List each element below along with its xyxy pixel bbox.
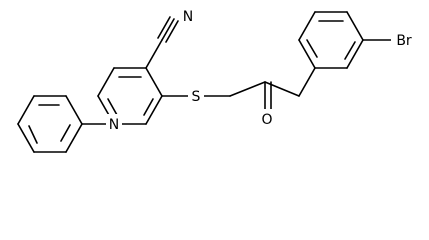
molecule-structure: N N S O Br	[17, 8, 417, 153]
nitrile-nitrogen-label: N	[183, 9, 193, 25]
oxygen-mask	[257, 109, 277, 127]
thioether-linker	[161, 81, 300, 97]
bromophenyl-ring	[298, 11, 364, 97]
phenyl-ring	[17, 95, 83, 153]
sulfur-mask	[188, 86, 204, 104]
sulfur-label: S	[192, 89, 201, 105]
oxygen-label: O	[261, 112, 272, 128]
ring-nitrogen-label: N	[109, 117, 119, 133]
nitrile-nitrogen-mask	[180, 8, 196, 26]
bromine-mask	[391, 30, 417, 48]
bromine-label: Br	[396, 33, 412, 49]
ring-nitrogen-mask	[106, 114, 122, 132]
carbonyl-group	[264, 81, 272, 113]
nitrile-group	[145, 16, 179, 69]
